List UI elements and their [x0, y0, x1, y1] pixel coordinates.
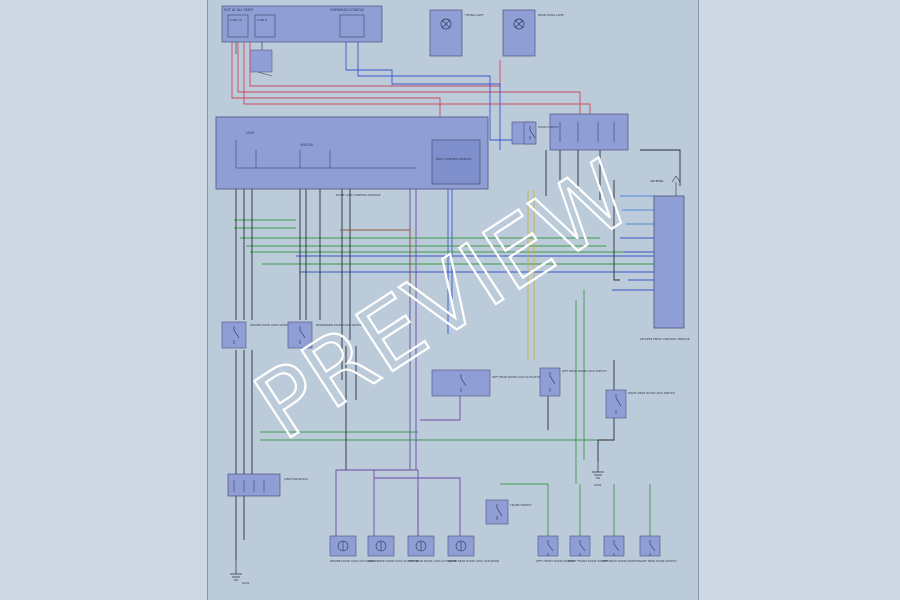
module-body-label: BODY CONTROL MODULE [436, 157, 472, 161]
fuse-label-1: FUSE 10 [230, 18, 242, 22]
wire [235, 189, 253, 320]
trunk-light-box: TRUNK LIGHT [429, 9, 484, 57]
power-distribution-box: HOT AT ALL TIMES OVERHEAD CONSOLE FUSE 1… [221, 5, 383, 77]
overhead-title: OVERHEAD CONSOLE [330, 8, 364, 12]
wire [345, 346, 357, 470]
wire [235, 496, 245, 560]
switch-box-s4: LEFT REAR DOOR LOCK SWITCH [539, 367, 607, 397]
wire [249, 42, 501, 87]
wire [357, 42, 512, 141]
bottom-switch: RIGHT REAR DOOR SWITCH [638, 535, 676, 563]
bottom-actuator: RIGHT REAR DOOR LOCK ACTUATOR [447, 535, 499, 563]
bottom-actuator-label: RIGHT REAR DOOR LOCK ACTUATOR [448, 559, 499, 563]
module-unlock-label: UNLOCK [300, 143, 314, 147]
bottom-switch: RIGHT FRONT DOOR SWITCH [568, 535, 608, 563]
wire [235, 350, 253, 474]
switch-box-set: DRIVER DOOR LOCK SWITCH PASSENGER DOOR LO… [221, 121, 675, 525]
rear-door-lamp-label: REAR DOOR LAMP [538, 13, 564, 17]
wire [234, 219, 606, 247]
junction-block-label: JUNCTION BLOCK [283, 477, 308, 481]
rear-door-lamp-box: REAR DOOR LAMP [502, 9, 564, 57]
diagram-sheet [207, 0, 699, 600]
ground-left-label: G201 [242, 581, 250, 585]
wire [420, 390, 461, 421]
fuse-label-2: FUSE 8 [257, 18, 267, 22]
ground-right: G301 [592, 462, 604, 487]
door-lock-control-module: LOCK UNLOCK BODY CONTROL MODULE DOOR LOC… [215, 116, 489, 197]
wire [447, 189, 453, 334]
wire [345, 42, 501, 150]
trunk-light-label: TRUNK LIGHT [464, 13, 484, 17]
switch-label-s2: PASSENGER DOOR LOCK SWITCH [316, 323, 362, 327]
switch-box-s2: PASSENGER DOOR LOCK SWITCH [287, 321, 362, 349]
wire [340, 229, 411, 300]
wire [613, 149, 681, 281]
wire [409, 189, 417, 470]
wire [237, 42, 581, 114]
wire [527, 190, 535, 360]
module-lock-label: LOCK [246, 131, 255, 135]
ground-right-label: G301 [594, 483, 602, 487]
wire-set [231, 42, 681, 560]
bottom-actuator: DRIVER DOOR LOCK ACTUATOR [329, 535, 374, 563]
bottom-actuator-label: PASSENGER DOOR LOCK ACTUATOR [368, 559, 419, 563]
wire [374, 477, 461, 536]
wire [575, 290, 585, 484]
bottom-actuator: LEFT REAR DOOR LOCK ACTUATOR [407, 535, 457, 563]
switch-label-s6: TRUNK SWITCH [509, 503, 531, 507]
switch-box-s5: RIGHT REAR DOOR LOCK SWITCH [605, 389, 675, 419]
bottom-switch-label: RIGHT REAR DOOR SWITCH [638, 559, 676, 563]
bottom-switch: LEFT REAR DOOR SWITCH [602, 535, 638, 563]
switch-box-s3: LEFT REAR DOOR LOCK ACTUATOR [431, 369, 541, 397]
switch-box-s1: DRIVER DOOR LOCK SWITCH [221, 321, 290, 349]
wire [299, 189, 321, 320]
bottom-switch: LEFT FRONT DOOR SWITCH [536, 535, 574, 563]
bottom-switch-label: LEFT REAR DOOR SWITCH [602, 559, 638, 563]
wire [243, 42, 591, 114]
switch-label-s4: LEFT REAR DOOR LOCK SWITCH [562, 369, 607, 373]
relay-box [549, 113, 629, 151]
antenna-label: ANTENNA [650, 179, 664, 183]
power-box-title: HOT AT ALL TIMES [224, 8, 253, 12]
switch-label-s3: LEFT REAR DOOR LOCK ACTUATOR [492, 375, 541, 379]
keyless-entry-module: KEYLESS ENTRY CONTROL MODULE ANTENNA [640, 175, 690, 341]
wire [612, 237, 654, 291]
bottom-actuator: PASSENGER DOOR LOCK ACTUATOR [367, 535, 419, 563]
keyless-module-caption: KEYLESS ENTRY CONTROL MODULE [640, 337, 690, 341]
bottom-actuator-label: LEFT REAR DOOR LOCK ACTUATOR [408, 559, 457, 563]
wire [620, 195, 654, 225]
ground-left: G201 [230, 560, 250, 585]
wire [500, 483, 651, 536]
bottom-actuator-label: DRIVER DOOR LOCK ACTUATOR [330, 559, 374, 563]
module-caption: DOOR LOCK CONTROL MODULE [336, 193, 381, 197]
switch-box-s6: TRUNK SWITCH [485, 499, 531, 525]
junction-block: JUNCTION BLOCK [227, 473, 308, 497]
wire [341, 189, 351, 380]
switch-label-s7: HOOD SWITCH [538, 125, 559, 129]
switch-box-s7: HOOD SWITCH [523, 121, 559, 145]
bottom-switch-label: RIGHT FRONT DOOR SWITCH [568, 559, 608, 563]
wire [250, 251, 654, 265]
bottom-switch-label: LEFT FRONT DOOR SWITCH [536, 559, 574, 563]
wire [260, 431, 600, 441]
wire [296, 255, 654, 273]
switch-label-s5: RIGHT REAR DOOR LOCK SWITCH [628, 391, 675, 395]
switch-label-s1: DRIVER DOOR LOCK SWITCH [250, 323, 290, 327]
wire [545, 150, 601, 200]
wire [335, 469, 419, 536]
wire [231, 42, 441, 117]
